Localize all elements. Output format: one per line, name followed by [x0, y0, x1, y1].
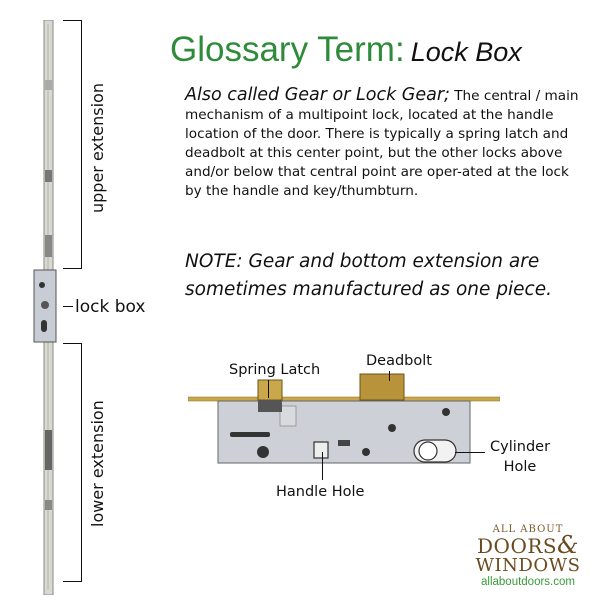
deadbolt-pointer — [389, 371, 390, 381]
multipoint-lock-strip — [33, 20, 57, 595]
title-term: Lock Box — [410, 37, 522, 67]
handle-hole-pointer — [322, 452, 323, 480]
upper-extension-bracket — [63, 20, 82, 269]
spring-latch-shape — [257, 379, 283, 401]
lock-box-label: lock box — [75, 297, 146, 317]
deadbolt-shape — [359, 373, 405, 401]
description-body: The central / main mechanism of a multip… — [185, 88, 579, 199]
logo-line1: ALL ABOUT — [492, 524, 564, 535]
cylinder-hole-label: Cylinder Hole — [490, 439, 551, 475]
lock-gear-illustration — [188, 373, 500, 464]
description-lead: Also called Gear or Lock Gear; — [185, 85, 450, 105]
spring-latch-label: Spring Latch — [229, 362, 321, 378]
term-description: Also called Gear or Lock Gear; The centr… — [185, 86, 580, 201]
logo-url: allaboutdoors.com — [481, 576, 575, 588]
logo-amp: & — [557, 531, 579, 559]
upper-extension-label: upper extension — [88, 83, 107, 213]
glossary-title: Glossary Term:Lock Box — [170, 30, 522, 70]
deadbolt-label: Deadbolt — [366, 353, 432, 369]
lower-extension-label: lower extension — [88, 400, 107, 527]
lower-extension-bracket — [63, 343, 82, 582]
spring-latch-pointer — [268, 380, 269, 398]
cylinder-hole-pointer — [455, 452, 485, 453]
handle-hole-label: Handle Hole — [276, 484, 365, 500]
brand-logo: ALL ABOUT DOORS& WINDOWS allaboutdoors.c… — [458, 524, 598, 588]
note-text: NOTE: Gear and bottom extension are some… — [185, 251, 552, 300]
lock-box-pointer — [63, 306, 73, 307]
logo-windows: WINDOWS — [475, 555, 581, 576]
logo-doors: DOORS — [477, 534, 558, 558]
title-prefix: Glossary Term: — [170, 30, 405, 69]
